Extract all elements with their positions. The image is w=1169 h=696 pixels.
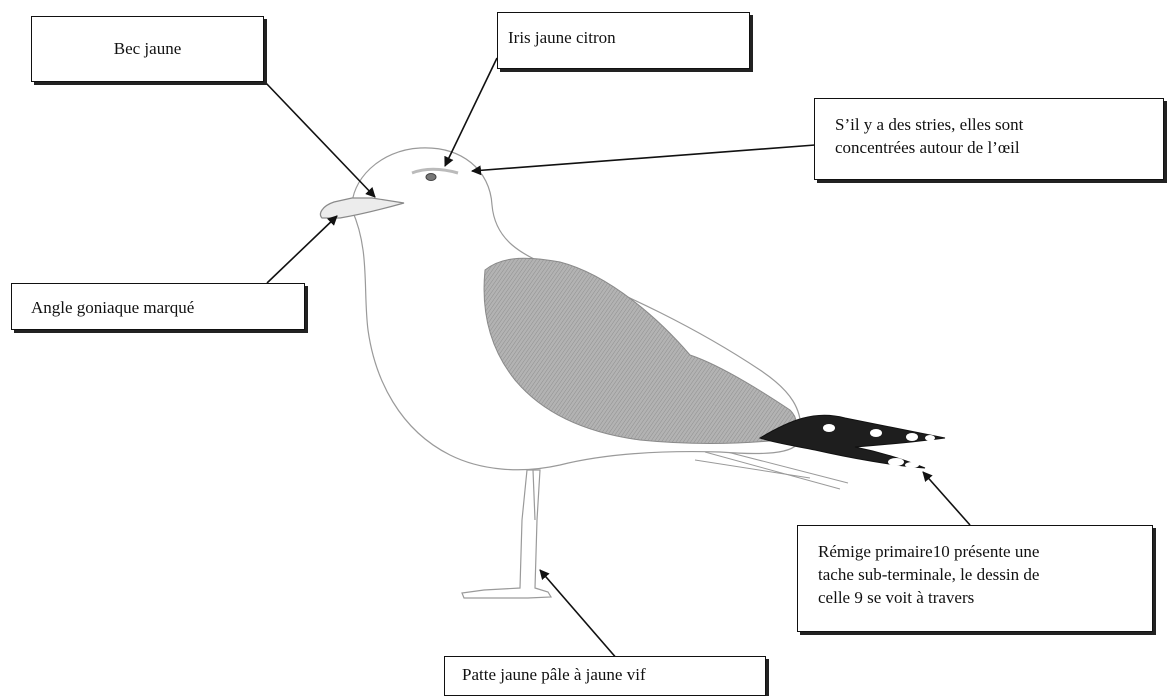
label-patte-text: Patte jaune pâle à jaune vif bbox=[462, 663, 765, 686]
gull-diagram: Bec jaune Iris jaune citron S’il y a des… bbox=[0, 0, 1169, 677]
gull-wingtip bbox=[760, 415, 945, 468]
label-bec-jaune-text: Bec jaune bbox=[32, 37, 263, 60]
label-angle-goniaque-text: Angle goniaque marqué bbox=[31, 296, 304, 319]
label-bec-jaune: Bec jaune bbox=[31, 16, 264, 82]
label-stries: S’il y a des stries, elles sont concentr… bbox=[814, 98, 1164, 180]
arrow-iris bbox=[445, 58, 497, 166]
arrow-bec bbox=[265, 82, 375, 197]
label-patte: Patte jaune pâle à jaune vif bbox=[444, 656, 766, 696]
gull-eye bbox=[426, 174, 436, 181]
label-remige-text: Rémige primaire10 présente une tache sub… bbox=[818, 540, 1152, 609]
arrow-stries bbox=[472, 145, 815, 171]
arrow-patte bbox=[540, 570, 618, 660]
label-iris: Iris jaune citron bbox=[497, 12, 750, 69]
label-angle-goniaque: Angle goniaque marqué bbox=[11, 283, 305, 330]
label-stries-text: S’il y a des stries, elles sont concentr… bbox=[835, 113, 1163, 159]
arrow-remige bbox=[923, 472, 970, 525]
gull-legs bbox=[462, 470, 551, 598]
label-iris-text: Iris jaune citron bbox=[508, 26, 749, 49]
label-remige: Rémige primaire10 présente une tache sub… bbox=[797, 525, 1153, 632]
arrow-angle bbox=[267, 216, 337, 283]
